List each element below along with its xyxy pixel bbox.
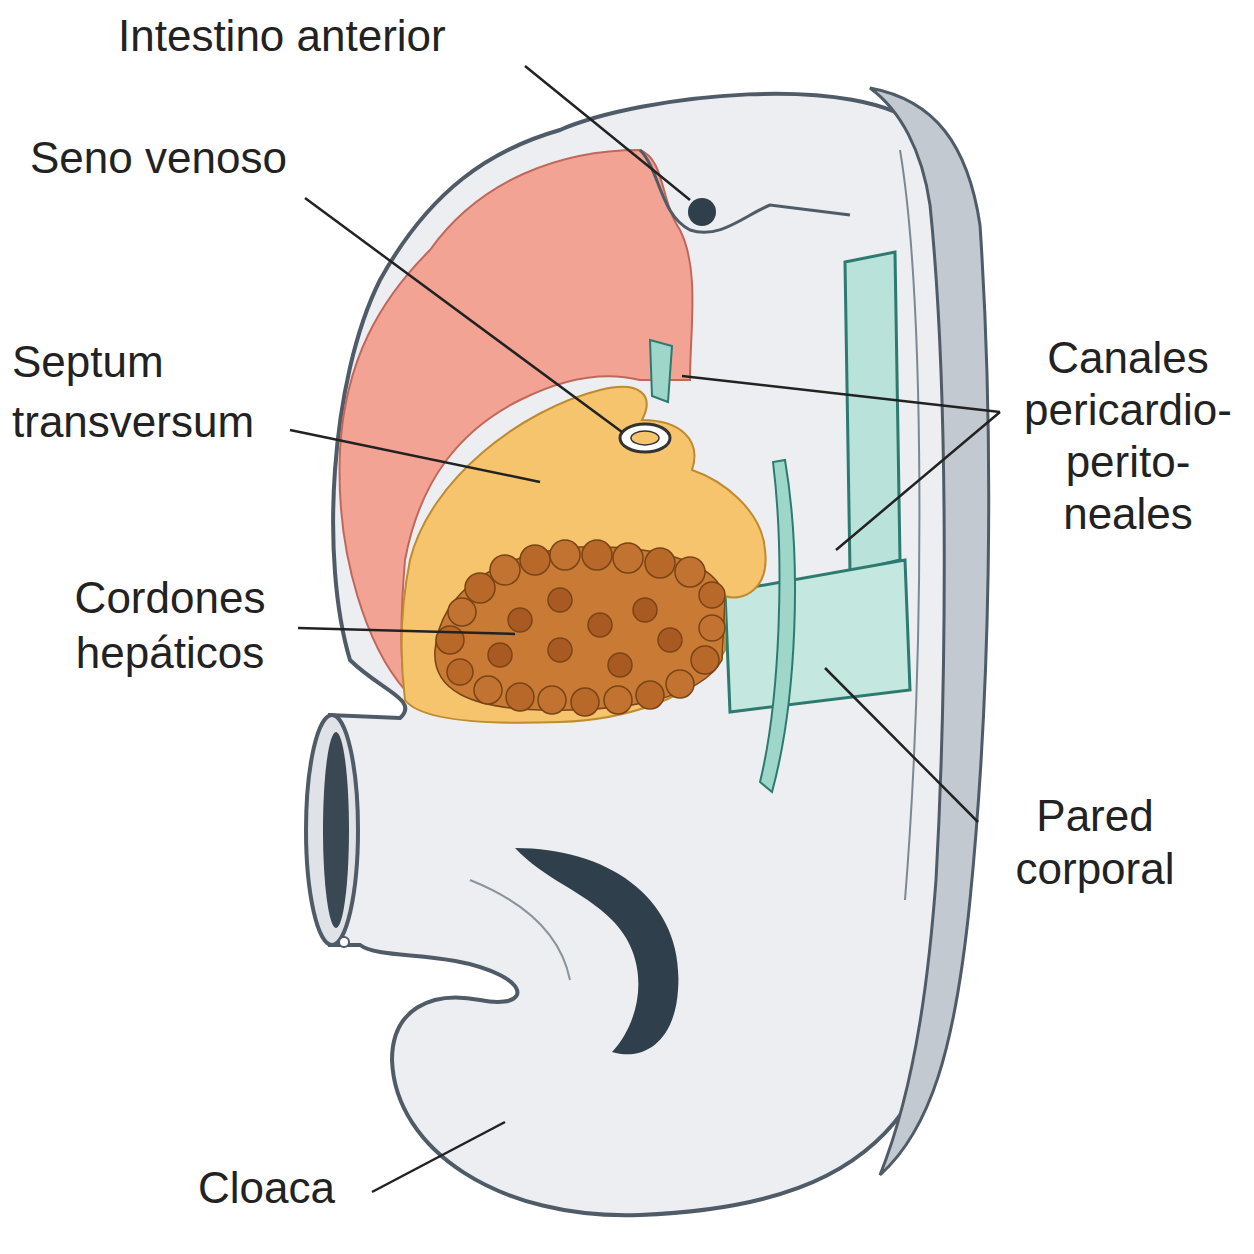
part-label: Pared corporal — [985, 789, 1205, 895]
part-label: Cloaca — [198, 1160, 398, 1215]
leader-line — [525, 66, 690, 200]
pericardioperitoneal-canal — [760, 460, 795, 792]
gut-detail — [339, 937, 349, 947]
gut-opening — [306, 715, 358, 945]
leader-line — [682, 376, 1000, 412]
leader-line — [836, 412, 1000, 550]
part-label: Septum transversum — [12, 332, 282, 452]
hepatic-cords — [435, 540, 725, 716]
part-label: Intestino anterior — [118, 8, 538, 63]
pericardioperitoneal-canal — [650, 340, 672, 402]
leader-lines — [290, 66, 1000, 1192]
embryo-body — [330, 94, 975, 1215]
coelom-edge — [900, 150, 919, 900]
leader-line — [825, 668, 978, 822]
septum-transversum — [402, 387, 766, 723]
leader-line — [305, 198, 622, 432]
leader-line — [298, 628, 515, 634]
body-wall-band — [845, 252, 900, 572]
foregut-lumen — [688, 198, 716, 226]
cloaca-cavity — [515, 848, 678, 1054]
sinus-venosus — [631, 431, 659, 445]
part-label: Seno venoso — [30, 130, 330, 185]
sinus-venosus — [620, 424, 670, 452]
part-label: Cordones hepáticos — [50, 570, 290, 680]
gut-lumen — [323, 732, 349, 928]
cloaca-fold — [470, 880, 570, 980]
leader-line — [372, 1122, 505, 1192]
leader-line — [290, 430, 540, 482]
foregut-outline — [640, 150, 850, 232]
part-label: Canales pericardio- perito- neales — [1012, 332, 1244, 540]
